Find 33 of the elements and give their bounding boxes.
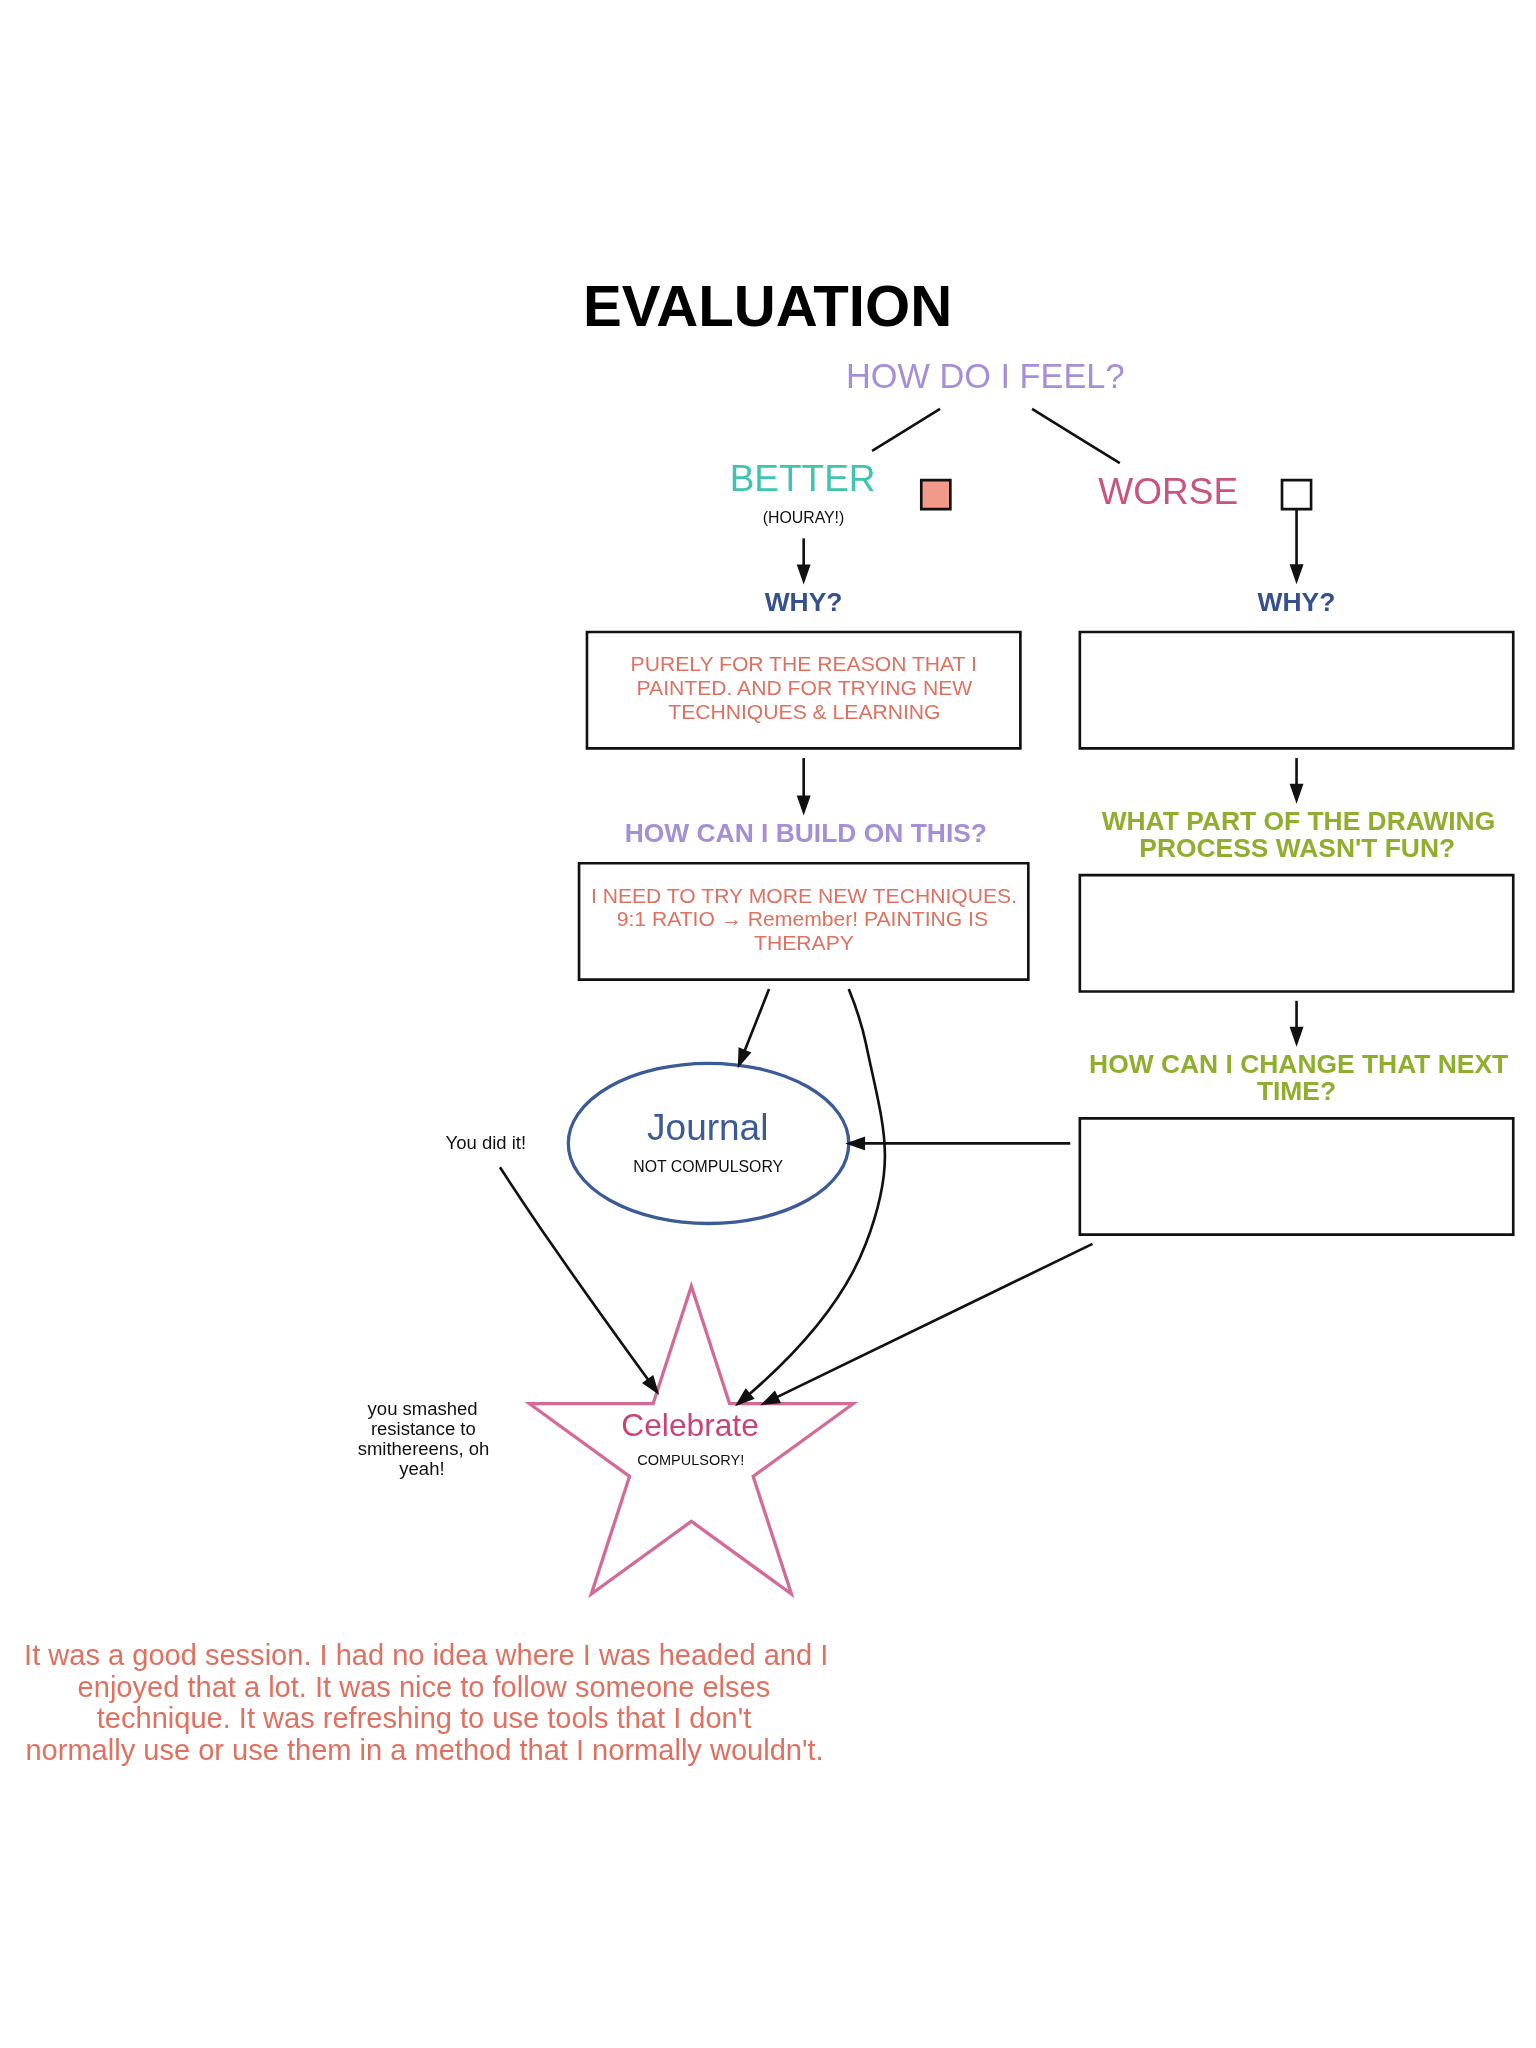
node-label: WHAT PART OF THE DRAWING PROCESS WASN'T FUN? xyxy=(1101,805,1496,863)
node-box: PURELY FOR THE REASON THAT I PAINTED. AND FOR TRYING NEW TECHNIQUES & LEARNING xyxy=(585,630,1022,750)
node-box: I NEED TO TRY MORE NEW TECHNIQUES. 9:1 RATIO → Remember! PAINTING IS THERAPY xyxy=(577,861,1030,981)
node-text: WORSE xyxy=(1098,470,1239,512)
arrow xyxy=(734,988,887,1406)
node-box xyxy=(1078,630,1515,750)
node-label: (HOURAY!) xyxy=(762,508,845,526)
arrow xyxy=(796,537,811,584)
label: It was a good session. I had no idea where I was headed and I enjoyed that a lot. It was nice to follow someone elses technique. It was refreshing to use tools that I don't normally use or use them in a method that I normally wouldn't. xyxy=(24,1638,829,1766)
connector xyxy=(871,407,941,452)
node-label: HOW CAN I CHANGE THAT NEXT TIME? xyxy=(1089,1048,1509,1106)
arrow xyxy=(1289,757,1304,804)
arrow xyxy=(498,1166,660,1395)
arrow xyxy=(760,1242,1094,1405)
arrow xyxy=(796,757,811,815)
arrow xyxy=(1289,1000,1304,1047)
node-text: You did it! xyxy=(445,1131,527,1153)
node-ellipse: Journal NOT COMPULSORY xyxy=(566,1061,851,1225)
connector xyxy=(1031,407,1121,464)
node-box xyxy=(1280,478,1313,510)
node-label: HOW CAN I BUILD ON THIS? xyxy=(624,817,987,848)
arrow xyxy=(845,1135,1071,1150)
node-box xyxy=(1078,873,1515,993)
arrow xyxy=(1289,508,1304,584)
diagram-title: EVALUATION xyxy=(583,272,953,338)
arrow xyxy=(737,988,771,1068)
node-box xyxy=(919,478,952,510)
node-label: WHY? xyxy=(1257,586,1336,617)
node-label: WHY? xyxy=(764,586,843,617)
label: you smashed resistance to smithereens, oh yeah! xyxy=(357,1397,490,1479)
node-text: HOW DO I FEEL? xyxy=(845,356,1125,395)
node-box xyxy=(1078,1116,1515,1236)
node-text: BETTER xyxy=(729,457,876,499)
